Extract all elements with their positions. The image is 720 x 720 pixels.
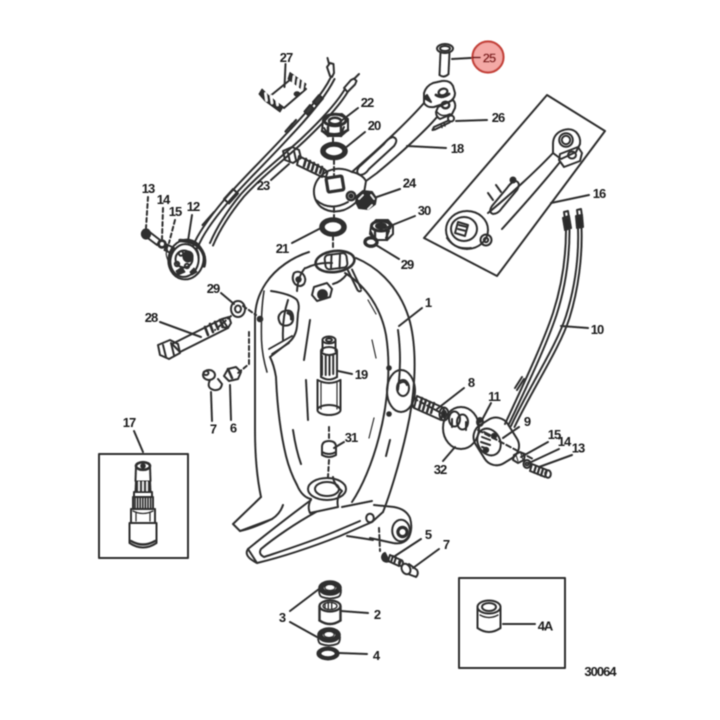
svg-text:26: 26	[492, 110, 505, 125]
svg-text:8: 8	[468, 375, 475, 390]
svg-text:29: 29	[207, 281, 220, 296]
svg-text:11: 11	[488, 389, 501, 404]
svg-text:14: 14	[558, 434, 572, 449]
svg-text:12: 12	[187, 199, 200, 214]
svg-text:25: 25	[483, 51, 496, 66]
svg-text:27: 27	[280, 50, 293, 65]
svg-text:1: 1	[425, 295, 432, 310]
svg-text:5: 5	[425, 527, 432, 542]
svg-text:16: 16	[593, 186, 606, 201]
svg-text:2: 2	[374, 607, 381, 622]
svg-text:15: 15	[169, 204, 182, 219]
svg-text:3: 3	[279, 610, 286, 625]
svg-text:20: 20	[368, 118, 381, 133]
svg-text:4A: 4A	[538, 619, 554, 634]
svg-text:32: 32	[434, 462, 447, 477]
svg-text:10: 10	[591, 322, 604, 337]
svg-text:22: 22	[361, 95, 374, 110]
svg-text:24: 24	[403, 176, 417, 191]
svg-text:13: 13	[142, 181, 155, 196]
svg-text:29: 29	[401, 257, 414, 272]
svg-text:4: 4	[373, 648, 381, 663]
svg-text:15: 15	[548, 427, 561, 442]
svg-text:21: 21	[276, 241, 289, 256]
svg-text:30: 30	[418, 203, 431, 218]
svg-text:14: 14	[157, 192, 171, 207]
svg-text:17: 17	[123, 415, 136, 430]
svg-text:19: 19	[355, 367, 368, 382]
svg-text:28: 28	[145, 310, 158, 325]
svg-text:7: 7	[443, 537, 450, 552]
svg-text:13: 13	[572, 441, 585, 456]
svg-text:6: 6	[230, 421, 237, 436]
svg-text:7: 7	[210, 422, 217, 437]
svg-text:18: 18	[451, 141, 464, 156]
svg-text:9: 9	[524, 414, 531, 429]
svg-text:31: 31	[345, 430, 358, 445]
svg-text:23: 23	[257, 178, 270, 193]
svg-text:30064: 30064	[584, 664, 617, 679]
